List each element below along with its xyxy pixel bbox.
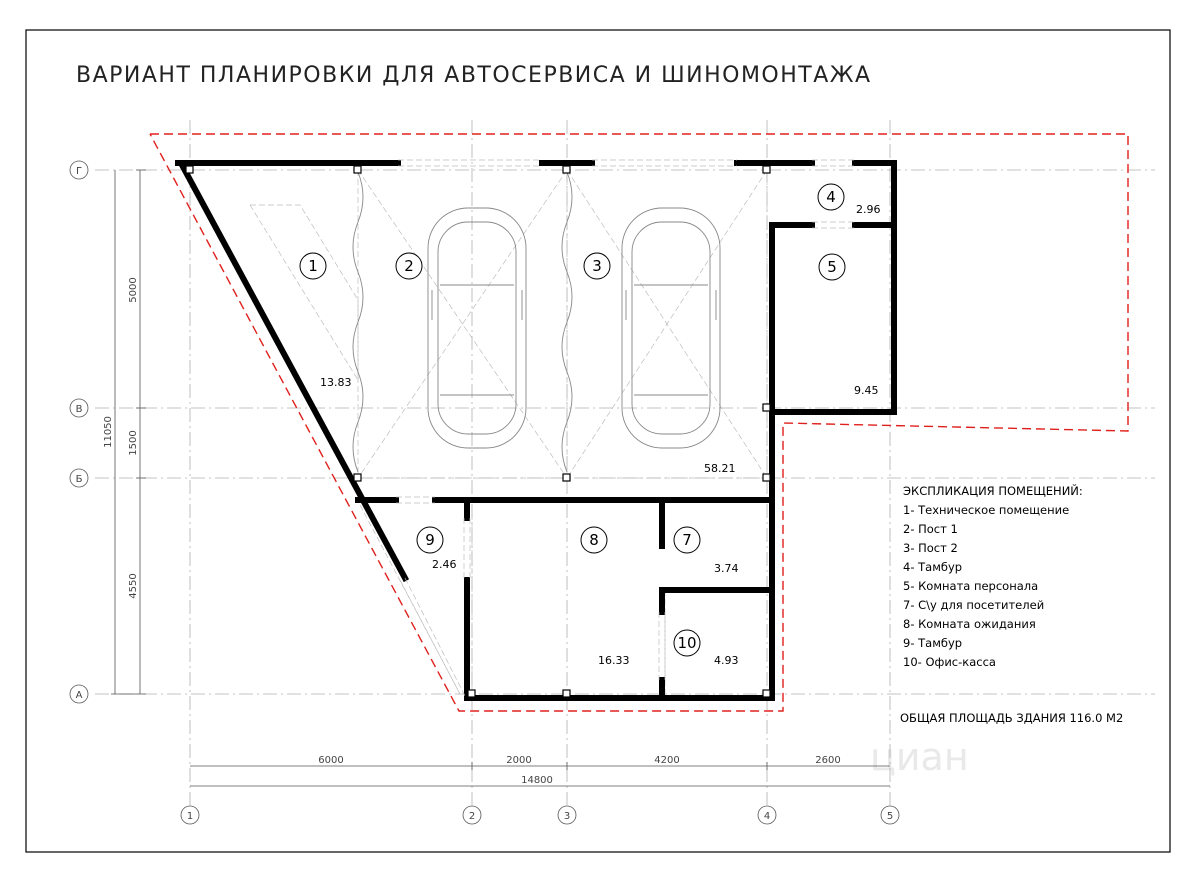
dim-2000: 2000: [506, 755, 531, 766]
axis-label-b: Б: [76, 474, 83, 485]
legend-item: 7- С\у для посетителей: [903, 598, 1044, 612]
axis-label-3: 3: [564, 811, 570, 822]
room-8-area: 16.33: [598, 654, 630, 667]
car-post-1: [427, 207, 527, 449]
car-post-2: [621, 207, 721, 449]
dim-11050: 11050: [103, 416, 114, 448]
total-area: ОБЩАЯ ПЛОЩАДЬ ЗДАНИЯ 116.0 М2: [900, 711, 1123, 725]
room-3-number: 3: [592, 257, 602, 275]
curtains: [352, 171, 573, 473]
axis-label-4: 4: [764, 811, 770, 822]
dimensions-left: 5000 1500 4550 11050: [103, 169, 146, 695]
door-openings: [396, 159, 855, 699]
walls: [175, 160, 897, 701]
legend-item: 2- Пост 1: [903, 522, 958, 536]
dim-4200: 4200: [654, 755, 679, 766]
axis-label-v: В: [76, 404, 83, 415]
room-4-area: 2.96: [856, 203, 881, 216]
room-8-number: 8: [589, 531, 599, 549]
dim-4550: 4550: [128, 573, 139, 598]
legend-item: 5- Комната персонала: [903, 579, 1038, 593]
parking-guides: [249, 169, 768, 695]
axis-label-a: А: [76, 690, 83, 701]
watermark: циан: [870, 735, 969, 779]
room-5-area: 9.45: [854, 384, 879, 397]
room-9-area: 2.46: [432, 558, 457, 571]
dim-5000: 5000: [128, 277, 139, 302]
room-labels: 1 2 3 4 5 7 8 9 10: [299, 183, 846, 657]
legend-item: 4- Тамбур: [903, 560, 962, 574]
room-1-area: 13.83: [320, 376, 352, 389]
axis-label-g: Г: [76, 166, 82, 177]
axis-bubbles-left: Г В Б А: [69, 160, 89, 704]
room-7-number: 7: [682, 531, 692, 549]
sheet-frame: [25, 29, 1171, 853]
room-1-number: 1: [308, 257, 318, 275]
axis-label-1: 1: [187, 811, 193, 822]
legend-item: 1- Техническое помещение: [903, 503, 1069, 517]
horizontal-axis-lines: [95, 169, 1155, 695]
axis-label-5: 5: [887, 811, 893, 822]
dim-14800: 14800: [521, 775, 553, 786]
room-5-number: 5: [827, 258, 837, 276]
dimensions-bottom: 6000 2000 4200 2600 14800: [190, 755, 890, 787]
dim-2600: 2600: [815, 755, 840, 766]
room-3-area: 58.21: [704, 462, 736, 475]
dim-6000: 6000: [318, 755, 343, 766]
legend: ЭКСПЛИКАЦИЯ ПОМЕЩЕНИЙ: 1- Техническое по…: [903, 483, 1083, 669]
legend-item: 9- Тамбур: [903, 636, 962, 650]
legend-title: ЭКСПЛИКАЦИЯ ПОМЕЩЕНИЙ:: [903, 483, 1083, 498]
dim-1500: 1500: [128, 430, 139, 455]
site-boundary: [149, 133, 1129, 712]
room-10-area: 4.93: [714, 654, 739, 667]
legend-item: 10- Офис-касса: [903, 655, 996, 669]
legend-item: 8- Комната ожидания: [903, 617, 1036, 631]
plan-title: ВАРИАНТ ПЛАНИРОВКИ ДЛЯ АВТОСЕРВИСА И ШИН…: [76, 63, 872, 88]
room-9-number: 9: [425, 531, 435, 549]
room-10-number: 10: [677, 634, 696, 652]
room-7-area: 3.74: [714, 562, 739, 575]
room-areas: 13.83 58.21 2.96 9.45 3.74 16.33 2.46 4.…: [320, 203, 881, 667]
axis-bubbles-bottom: 1 2 3 4 5: [180, 805, 900, 825]
room-4-number: 4: [826, 188, 836, 206]
axis-label-2: 2: [469, 811, 475, 822]
room-2-number: 2: [404, 257, 414, 275]
legend-item: 3- Пост 2: [903, 541, 958, 555]
columns: [185, 165, 771, 698]
